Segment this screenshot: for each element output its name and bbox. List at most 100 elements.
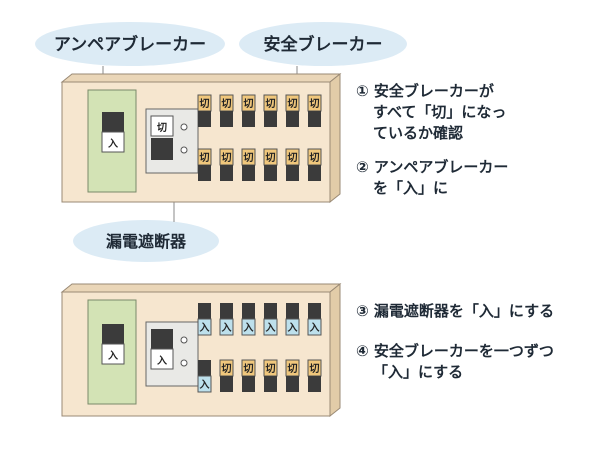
- callout-safety-bubble: [239, 22, 407, 66]
- leakage-state-box-bottom: [150, 348, 174, 370]
- switch-state-box: [263, 318, 278, 336]
- safety-switch: 入: [307, 303, 322, 336]
- callout-safety-label: 安全ブレーカー: [264, 34, 383, 55]
- switch-toggle: [198, 165, 211, 181]
- panel-bottom: 入 入 入入入入入入入切切切切切: [60, 282, 342, 418]
- switch-toggle: [242, 303, 255, 319]
- safety-switch: 切: [285, 359, 300, 392]
- safety-switch: 入: [285, 303, 300, 336]
- switch-state-label: 切: [310, 363, 320, 375]
- safety-switch: 入: [263, 303, 278, 336]
- safety-switches-bottom: 入入入入入入入切切切切切: [197, 303, 322, 393]
- switch-state-label: 切: [266, 98, 276, 110]
- safety-switch: 切: [219, 94, 234, 127]
- switch-toggle: [286, 111, 299, 127]
- switch-state-label: 切: [266, 152, 276, 164]
- safety-switches-top: 切切切切切切切切切切切切: [197, 94, 322, 181]
- switch-state-label: 入: [310, 322, 320, 334]
- switch-state-label: 切: [310, 152, 320, 164]
- switch-state-label: 入: [288, 322, 298, 334]
- ampere-state-box-top: [101, 131, 125, 153]
- steps: ① 安全ブレーカーが すべて「切」になっ ているか確認 ② アンペアブレーカー …: [356, 82, 554, 381]
- switch-toggle: [242, 111, 255, 127]
- switch-toggle: [198, 111, 211, 127]
- step4-line2: 「入」にする: [373, 363, 463, 381]
- callout-ampere-label: アンペアブレーカー: [54, 34, 206, 55]
- switch-toggle: [286, 165, 299, 181]
- switch-toggle: [264, 111, 277, 127]
- step1-line3: ているか確認: [373, 124, 463, 142]
- switch-state-label: 切: [288, 98, 298, 110]
- safety-switch: 切: [307, 148, 322, 181]
- ampere-toggle-top: [102, 112, 124, 132]
- switch-toggle: [220, 303, 233, 319]
- leakage-button-bottom-2: [180, 359, 188, 367]
- switch-state-label: 切: [310, 98, 320, 110]
- switch-toggle: [198, 360, 211, 376]
- safety-switch: 切: [263, 148, 278, 181]
- switch-state-label: 切: [200, 152, 210, 164]
- ampere-state-top: 入: [108, 138, 118, 150]
- switch-state-box: [285, 318, 300, 336]
- panel-bottom-side: [329, 282, 341, 418]
- safety-switch: 入: [241, 303, 256, 336]
- callout-ampere: アンペアブレーカー: [35, 22, 225, 88]
- switch-toggle: [264, 165, 277, 181]
- step3-line1: ③ 漏電遮断器を「入」にする: [356, 302, 554, 320]
- leakage-button-top-1: [180, 123, 188, 131]
- switch-state-label: 入: [244, 322, 254, 334]
- callout-safety: 安全ブレーカー: [239, 22, 407, 88]
- safety-switch: 入: [197, 303, 212, 336]
- switch-state-box: [219, 318, 234, 336]
- switch-state-label: 切: [244, 98, 254, 110]
- safety-switch: 入: [219, 303, 234, 336]
- switch-state-label: 切: [244, 363, 254, 375]
- step1-line2: すべて「切」になっ: [373, 103, 506, 121]
- panel-top-bevel: [60, 73, 342, 83]
- ampere-state-box-bottom: [101, 343, 125, 365]
- leakage-button-top-2: [180, 146, 188, 154]
- safety-switch: 切: [307, 359, 322, 392]
- safety-switch: 切: [219, 148, 234, 181]
- switch-state-label: 切: [222, 152, 232, 164]
- panel-top: 入 切 切切切切切切切切切切切切: [60, 72, 342, 204]
- safety-switch: 切: [285, 148, 300, 181]
- switch-state-label: 切: [222, 363, 232, 375]
- safety-switch: 切: [241, 359, 256, 392]
- leakage-toggle-bottom: [151, 329, 173, 349]
- safety-switch: 切: [263, 359, 278, 392]
- safety-switch: 切: [241, 148, 256, 181]
- leakage-state-top: 切: [157, 122, 167, 134]
- safety-switch: 切: [197, 94, 212, 127]
- switch-state-box: [197, 375, 212, 393]
- switch-toggle: [198, 303, 211, 319]
- safety-switch: 切: [219, 359, 234, 392]
- callout-leakage-label: 漏電遮断器: [106, 232, 187, 251]
- step2-line1: ② アンペアブレーカー: [356, 158, 508, 176]
- switch-toggle: [220, 165, 233, 181]
- switch-state-label: 入: [200, 322, 210, 334]
- switch-toggle: [308, 165, 321, 181]
- step4-line1: ④ 安全ブレーカーを一つずつ: [356, 342, 554, 360]
- switch-state-label: 切: [266, 363, 276, 375]
- switch-state-label: 切: [200, 98, 210, 110]
- safety-switch: 入: [197, 360, 212, 393]
- switch-state-box: [241, 318, 256, 336]
- switch-toggle: [220, 376, 233, 392]
- switch-state-label: 切: [288, 152, 298, 164]
- switch-toggle: [308, 376, 321, 392]
- panel-bottom-bevel: [60, 283, 342, 293]
- ampere-toggle-bottom: [102, 324, 124, 344]
- switch-toggle: [308, 111, 321, 127]
- ampere-state-bottom: 入: [108, 350, 118, 362]
- step1-line1: ① 安全ブレーカーが: [356, 82, 495, 100]
- safety-switch: 切: [241, 94, 256, 127]
- switch-toggle: [264, 376, 277, 392]
- switch-state-box: [197, 318, 212, 336]
- switch-state-label: 切: [288, 363, 298, 375]
- leakage-state-box-top: [150, 115, 174, 137]
- safety-switch: 切: [285, 94, 300, 127]
- switch-state-label: 切: [222, 98, 232, 110]
- callout-leakage-bubble: [73, 220, 219, 262]
- switch-state-label: 切: [244, 152, 254, 164]
